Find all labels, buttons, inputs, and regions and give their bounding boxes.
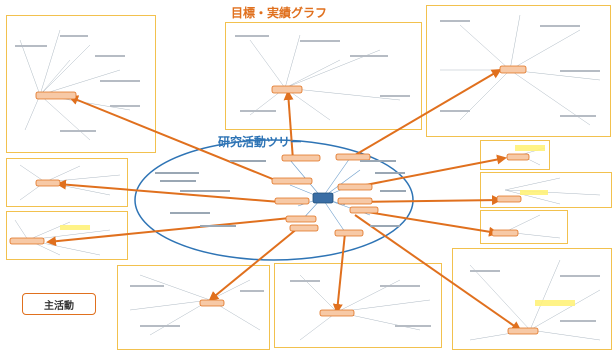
legend-main-activity: 主活動	[22, 293, 96, 315]
panel-mid-left-1	[6, 158, 128, 207]
activity-arrows	[46, 68, 522, 332]
highlight-marks	[60, 145, 575, 306]
goal-graph-title: 目標・実績グラフ	[231, 6, 328, 20]
center-node	[312, 192, 334, 204]
panel-detail-lines	[14, 14, 601, 341]
activity-nodes	[271, 153, 379, 237]
research-tree-ellipse	[134, 139, 414, 261]
panel-detail-text	[15, 20, 600, 327]
tree-detail-text	[155, 160, 406, 227]
research-tree-title: 研究活動ツリー	[218, 135, 303, 149]
panel-bottom-left	[117, 265, 270, 350]
panel-target-nodes	[9, 65, 539, 335]
